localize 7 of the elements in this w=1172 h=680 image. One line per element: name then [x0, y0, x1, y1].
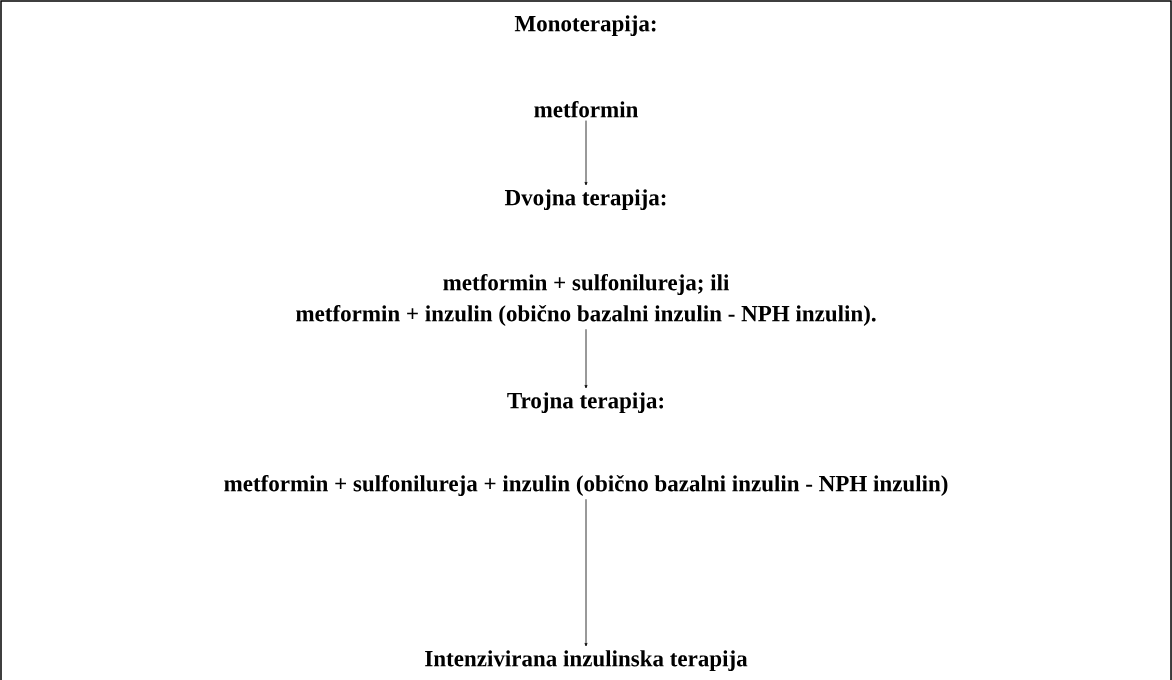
stage-text: Intenzivirana inzulinska terapija: [425, 650, 748, 672]
arrow: [584, 120, 588, 186]
stage-text: Monoterapija: metformin: [514, 15, 656, 118]
arrow: [584, 498, 588, 647]
stage-text: Trojna terapija: metformin + sulfonilureja + inzulin (obično bazalni inzulin - NPH inzulin): [224, 392, 948, 497]
stage-text: Dvojna terapija: metformin + sulfonilureja; ili metformin + inzulin (obično bazalni inzulin - NPH inzulin).: [296, 189, 876, 327]
arrow: [584, 328, 588, 389]
